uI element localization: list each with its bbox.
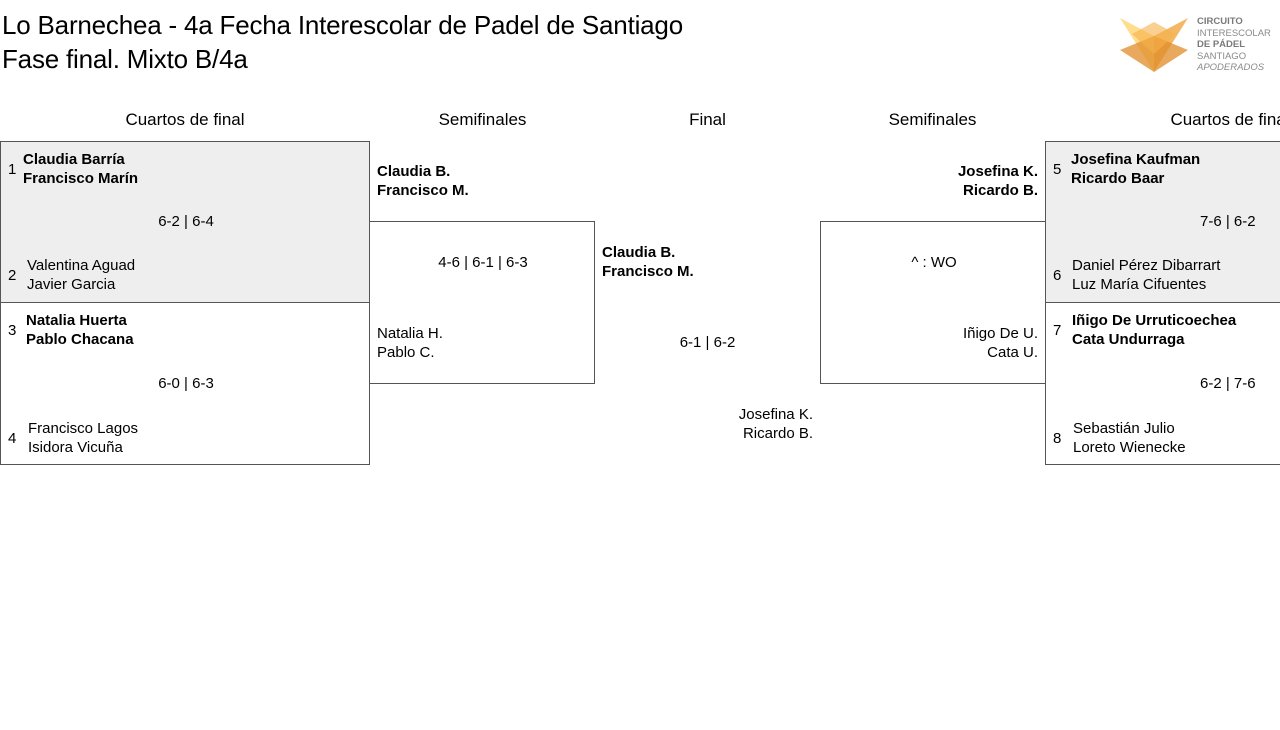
seed-number: 1	[8, 161, 17, 178]
match-score: 6-2 | 7-6	[1200, 375, 1256, 392]
match-score: 6-0 | 6-3	[158, 375, 214, 392]
team-winner: Claudia Barría Francisco Marín	[23, 150, 138, 188]
sf-left-winner: Claudia B. Francisco M.	[377, 162, 469, 200]
player-name: Francisco Lagos	[28, 420, 139, 437]
sf-right-match: ^ : WO Iñigo De U. Cata U.	[820, 221, 1046, 384]
player-name: Loreto Wienecke	[1073, 439, 1186, 456]
team-loser: Natalia H. Pablo C.	[377, 324, 443, 362]
player-name: Javier Garcia	[27, 276, 116, 293]
match-score: 4-6 | 6-1 | 6-3	[438, 254, 528, 271]
logo-line-1: CIRCUITO	[1197, 16, 1243, 27]
round-header-qf-right: Cuartos de final	[1170, 110, 1280, 129]
player-name: Ricardo B.	[742, 425, 813, 442]
team-winner: Natalia Huerta Pablo Chacana	[26, 311, 134, 349]
team-winner: Josefina Kaufman Ricardo Baar	[1071, 150, 1200, 188]
player-name: Natalia H.	[377, 325, 443, 342]
page-title: Lo Barnechea - 4a Fecha Interescolar de …	[2, 8, 683, 76]
player-name: Francisco Marín	[23, 170, 139, 187]
round-header-qf-left: Cuartos de final	[125, 110, 245, 129]
circuit-logo: CIRCUITO INTERESCOLAR DE PÁDEL SANTIAGO …	[1118, 14, 1280, 76]
sf-right-winner: Josefina K. Ricardo B.	[820, 162, 1038, 200]
qf-match-2: 3 Natalia Huerta Pablo Chacana 6-0 | 6-3…	[0, 302, 370, 465]
player-name: Pablo Chacana	[26, 331, 134, 348]
match-score: 7-6 | 6-2	[1200, 213, 1256, 230]
player-name: Cata Undurraga	[1072, 331, 1185, 348]
player-name: Isidora Vicuña	[28, 439, 123, 456]
player-name: Claudia B.	[377, 163, 451, 180]
player-name: Sebastián Julio	[1073, 420, 1175, 437]
player-name: Claudia Barría	[23, 151, 125, 168]
player-name: Francisco M.	[602, 263, 694, 280]
team-loser: Sebastián Julio Loreto Wienecke	[1073, 419, 1186, 457]
player-name: Daniel Pérez Dibarrart	[1072, 257, 1221, 274]
match-score: 6-2 | 6-4	[158, 213, 214, 230]
title-line-2: Fase final. Mixto B/4a	[2, 44, 248, 74]
logo-line-2: INTERESCOLAR	[1197, 27, 1271, 39]
logo-line-4: SANTIAGO	[1197, 50, 1247, 62]
team-loser: Valentina Aguad Javier Garcia	[27, 256, 135, 294]
round-header-final: Final	[689, 110, 726, 129]
player-name: Francisco M.	[377, 182, 469, 199]
title-line-1: Lo Barnechea - 4a Fecha Interescolar de …	[2, 10, 683, 40]
team-loser: Daniel Pérez Dibarrart Luz María Cifuent…	[1072, 256, 1220, 294]
fox-logo-icon	[1120, 18, 1188, 72]
match-score: ^ : WO	[911, 254, 957, 271]
player-name: Ricardo Baar	[1071, 170, 1165, 187]
player-name: Ricardo B.	[962, 182, 1038, 199]
player-name: Cata U.	[987, 344, 1038, 361]
player-name: Josefina K.	[957, 163, 1038, 180]
seed-number: 5	[1053, 161, 1062, 178]
player-name: Josefina Kaufman	[1071, 151, 1201, 168]
seed-number: 2	[8, 267, 17, 284]
seed-number: 6	[1053, 267, 1062, 284]
logo-line-5: APODERADOS	[1197, 62, 1265, 73]
player-name: Pablo C.	[377, 344, 435, 361]
logo-line-3: DE PÁDEL	[1197, 39, 1246, 50]
player-name: Claudia B.	[602, 244, 676, 261]
player-name: Natalia Huerta	[26, 312, 127, 329]
round-header-sf-left: Semifinales	[438, 110, 527, 129]
seed-number: 4	[8, 430, 17, 447]
seed-number: 8	[1053, 430, 1062, 447]
qf-match-3: 5 Josefina Kaufman Ricardo Baar 7-6 | 6-…	[1045, 141, 1280, 303]
final-score: 6-1 | 6-2	[679, 334, 736, 351]
player-name: Iñigo De Urruticoechea	[1072, 312, 1237, 329]
logo-text: CIRCUITO INTERESCOLAR DE PÁDEL SANTIAGO …	[1197, 16, 1271, 74]
round-header-sf-right: Semifinales	[888, 110, 977, 129]
player-name: Luz María Cifuentes	[1072, 276, 1207, 293]
team-loser: Iñigo De U. Cata U.	[821, 324, 1038, 362]
player-name: Iñigo De U.	[962, 325, 1038, 342]
final-runner-up: Josefina K. Ricardo B.	[595, 405, 813, 443]
seed-number: 3	[8, 322, 17, 339]
player-name: Josefina K.	[738, 406, 813, 423]
player-name: Valentina Aguad	[27, 257, 136, 274]
team-loser: Francisco Lagos Isidora Vicuña	[28, 419, 138, 457]
sf-left-match: 4-6 | 6-1 | 6-3 Natalia H. Pablo C.	[369, 221, 595, 384]
seed-number: 7	[1053, 322, 1062, 339]
qf-match-1: 1 Claudia Barría Francisco Marín 6-2 | 6…	[0, 141, 370, 303]
team-winner: Iñigo De Urruticoechea Cata Undurraga	[1072, 311, 1236, 349]
final-winner: Claudia B. Francisco M.	[602, 243, 694, 281]
qf-match-4: 7 Iñigo De Urruticoechea Cata Undurraga …	[1045, 302, 1280, 465]
